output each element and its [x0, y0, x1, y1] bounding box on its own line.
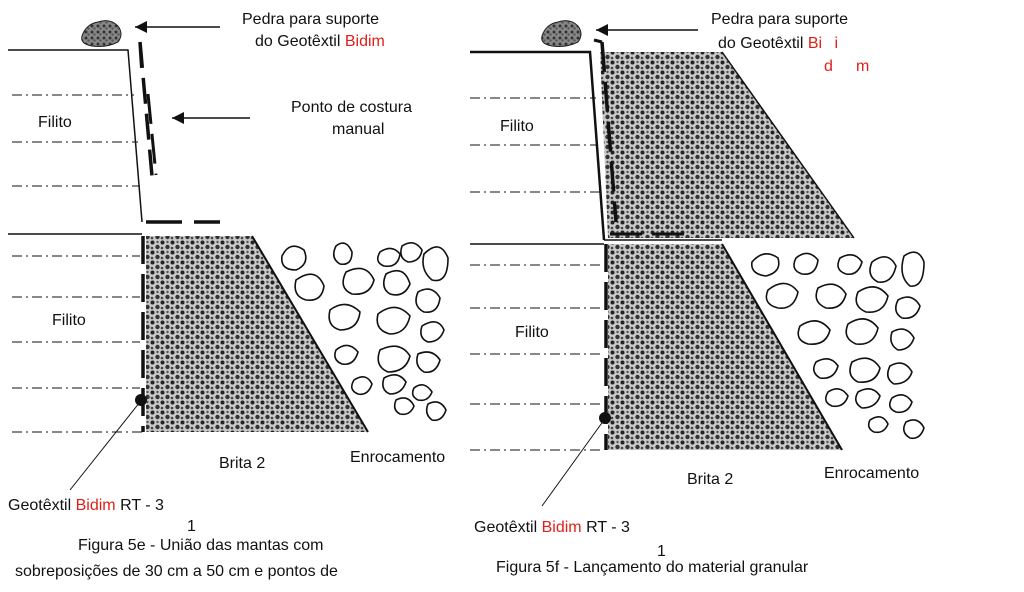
- left-geotextil-suffix: RT - 3: [120, 497, 164, 514]
- left-geotextil-brand: Bidim: [75, 497, 116, 514]
- left-filito-upper: Filito: [38, 114, 72, 131]
- right-ground-profile: [470, 50, 606, 241]
- left-stitch-label-line1: Ponto de costura: [291, 99, 412, 116]
- left-enrocamento-label: Enrocamento: [350, 449, 446, 466]
- left-brita-label: Brita 2: [219, 455, 266, 472]
- left-stone-label-line2: do Geotêxtil Bidim: [255, 32, 385, 52]
- left-stone-label-brand: Bidim: [344, 33, 385, 50]
- right-stone-brand-b: i: [834, 35, 839, 52]
- left-stone-label-prefix: do Geotêxtil: [255, 33, 341, 50]
- left-support-stone: [81, 20, 122, 47]
- right-stitch-dot: [599, 412, 611, 424]
- left-geotextil-label: Geotêxtil Bidim RT - 3: [8, 496, 164, 516]
- right-enrocamento-boulders: [750, 251, 925, 440]
- right-stone-label-line2: do Geotêxtil Bi i: [718, 34, 838, 54]
- right-brita-label: Brita 2: [687, 471, 734, 488]
- right-stone-brand-a: Bi: [807, 35, 823, 52]
- left-caption-line2: sobreposições de 30 cm a 50 cm e pontos …: [15, 563, 338, 580]
- right-panel: [470, 20, 925, 507]
- left-filito-lower: Filito: [52, 312, 86, 329]
- right-filito-upper: Filito: [500, 118, 534, 135]
- right-geotextile-upper: [600, 41, 618, 223]
- left-ground-profile: [8, 49, 143, 223]
- right-stone-brand-c: d: [824, 58, 833, 75]
- right-geotextil-brand: Bidim: [541, 519, 582, 536]
- right-stone-brand-d: m: [856, 58, 870, 75]
- right-enrocamento-label: Enrocamento: [824, 465, 920, 482]
- right-stone-label-line1: Pedra para suporte: [711, 11, 848, 28]
- right-brita-lower: [608, 244, 842, 450]
- right-geotextil-label: Geotêxtil Bidim RT - 3: [474, 518, 630, 538]
- right-filito-lower: Filito: [515, 324, 549, 341]
- left-geotextil-sub: 1: [187, 518, 196, 535]
- right-caption: Figura 5f - Lançamento do material granu…: [496, 559, 809, 576]
- left-stone-label-line1: Pedra para suporte: [242, 11, 379, 28]
- right-support-stone: [541, 20, 582, 47]
- right-brita-upper: [600, 52, 854, 238]
- left-caption-line1: Figura 5e - União das mantas com: [78, 537, 324, 554]
- left-enrocamento-boulders: [280, 242, 449, 422]
- left-geotextile-upper: [138, 41, 154, 177]
- left-stitch-dot: [135, 394, 147, 406]
- left-panel: [8, 20, 449, 491]
- right-geotextil-sub: 1: [657, 543, 666, 560]
- right-geotextil-suffix: RT - 3: [586, 519, 630, 536]
- right-stone-label-prefix: do Geotêxtil: [718, 35, 804, 52]
- left-stitch-label-line2: manual: [332, 121, 385, 138]
- left-brita-layer: [146, 236, 368, 432]
- left-geotextil-prefix: Geotêxtil: [8, 497, 72, 514]
- right-geotextil-prefix: Geotêxtil: [474, 519, 538, 536]
